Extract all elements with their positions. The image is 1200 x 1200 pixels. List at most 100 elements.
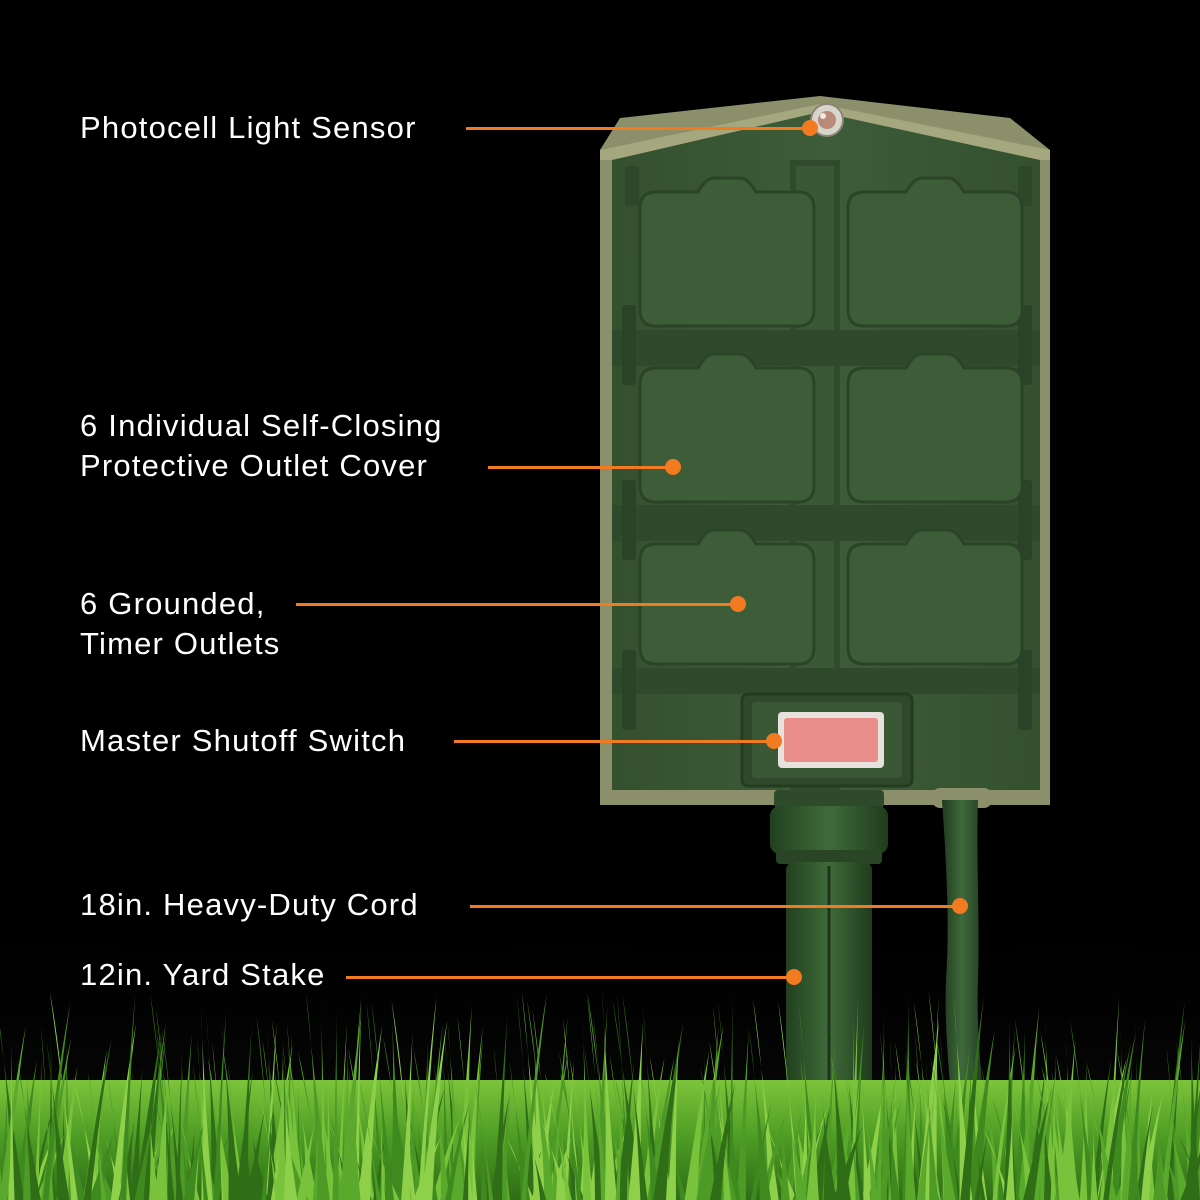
callout-outlet-cover-line-2: Protective Outlet Cover bbox=[80, 448, 429, 483]
grass-blade bbox=[371, 1002, 394, 1200]
grass-blade bbox=[696, 1082, 721, 1200]
grass-blade bbox=[861, 1078, 871, 1200]
callout-grounded-outlets-line bbox=[296, 603, 732, 606]
grass-blade bbox=[421, 1020, 448, 1200]
grass-blade bbox=[49, 991, 78, 1200]
grass-blade bbox=[134, 1031, 162, 1200]
grass-blade bbox=[129, 1066, 143, 1200]
callout-photocell-dot bbox=[802, 120, 818, 136]
grass-blade bbox=[960, 996, 984, 1200]
grass-blade bbox=[345, 1130, 372, 1200]
grass-blade bbox=[79, 1129, 99, 1200]
grass-blade bbox=[521, 991, 545, 1200]
grass-blade bbox=[1041, 1065, 1069, 1200]
grass-blade bbox=[861, 1080, 887, 1200]
grass-blade bbox=[72, 1077, 103, 1200]
callout-master-switch-text: Master Shutoff Switch bbox=[80, 723, 407, 758]
grass-blade bbox=[845, 1074, 860, 1200]
grass-blade bbox=[806, 1085, 819, 1200]
callout-photocell-text: Photocell Light Sensor bbox=[80, 110, 417, 145]
grass-blade bbox=[639, 1070, 662, 1200]
grass-blade bbox=[805, 1101, 812, 1200]
grass-blade bbox=[1003, 1014, 1017, 1200]
outlet-cover-middle-right bbox=[846, 352, 1024, 504]
grass-blade bbox=[713, 1006, 732, 1200]
grass-blade bbox=[895, 1042, 917, 1200]
grass-blade bbox=[543, 1139, 551, 1200]
grass-blade bbox=[560, 1085, 567, 1200]
callout-cord-dot bbox=[952, 898, 968, 914]
grass-blade bbox=[1163, 1100, 1192, 1200]
grass-blade bbox=[736, 1027, 749, 1200]
grass-blade bbox=[541, 1120, 572, 1200]
callout-cord-label: 18in. Heavy-Duty Cord bbox=[80, 885, 419, 925]
grass-blade bbox=[357, 1024, 383, 1200]
grass-blade bbox=[506, 1137, 535, 1200]
callout-grounded-outlets-line-2: Timer Outlets bbox=[80, 626, 281, 661]
grass-blade bbox=[829, 1022, 851, 1200]
grass-blade bbox=[587, 996, 609, 1200]
grass-blade bbox=[833, 1125, 863, 1200]
grass-blade bbox=[1103, 1043, 1131, 1200]
outlet-cover-middle-left bbox=[638, 352, 816, 504]
grass-blade bbox=[925, 1058, 939, 1200]
grass-blade bbox=[156, 1027, 175, 1200]
grass-blade bbox=[235, 1068, 254, 1200]
grass-blade bbox=[953, 998, 973, 1200]
grass-blade bbox=[521, 993, 547, 1200]
callout-stake-label: 12in. Yard Stake bbox=[80, 955, 326, 995]
grass-blade bbox=[213, 1012, 227, 1200]
grass-blade bbox=[104, 1137, 128, 1200]
grass-blade bbox=[275, 1046, 288, 1200]
grass-blade bbox=[942, 1096, 962, 1200]
grass-blade bbox=[353, 997, 362, 1200]
grass-blade bbox=[602, 990, 617, 1200]
grass-blade bbox=[14, 1059, 37, 1200]
outlet-covers bbox=[638, 176, 1024, 666]
grass-blade bbox=[410, 1110, 424, 1200]
grass-blade bbox=[709, 1040, 733, 1200]
grass-blade bbox=[527, 1000, 555, 1200]
grass-blade bbox=[474, 1081, 494, 1200]
grass-blade bbox=[370, 1133, 400, 1200]
callout-grounded-outlets-label: 6 Grounded, Timer Outlets bbox=[80, 584, 280, 664]
grass-blade bbox=[134, 1113, 155, 1200]
grass-blade bbox=[562, 1017, 581, 1200]
outlet-cover-bottom-left bbox=[638, 528, 816, 666]
grass-blade bbox=[1087, 1086, 1096, 1200]
grass-blade bbox=[981, 1064, 1006, 1200]
grass-blade bbox=[1014, 1018, 1038, 1200]
grass-blade bbox=[509, 1060, 531, 1200]
grass-blade bbox=[612, 999, 645, 1200]
grass-blade bbox=[1050, 1054, 1057, 1200]
grass-blade bbox=[1176, 1041, 1199, 1200]
grass-blade bbox=[653, 1022, 684, 1200]
grass-blade bbox=[470, 1110, 478, 1200]
grass-blade bbox=[221, 1022, 242, 1200]
grass-blade bbox=[244, 1103, 252, 1200]
grass-blade bbox=[1090, 1059, 1112, 1200]
grass-blade bbox=[928, 994, 939, 1200]
outlet-cover-bottom-right bbox=[846, 528, 1024, 666]
grass-blade bbox=[797, 1134, 813, 1200]
grass-blade bbox=[497, 1093, 511, 1200]
grass-blade bbox=[382, 1035, 414, 1200]
grass-blade bbox=[338, 1011, 362, 1200]
grass-blade bbox=[120, 994, 136, 1200]
grass-blade bbox=[717, 1001, 740, 1200]
grass-blade bbox=[179, 1117, 200, 1200]
grass-field bbox=[0, 990, 1200, 1200]
grass-blade bbox=[611, 1134, 621, 1200]
callout-cord-text: 18in. Heavy-Duty Cord bbox=[80, 887, 419, 922]
grass-blade bbox=[1057, 1038, 1076, 1200]
grass-blade bbox=[1070, 1019, 1096, 1200]
grass-blade bbox=[83, 1039, 112, 1200]
outlet-cover-top-left bbox=[638, 176, 816, 328]
grass-blade bbox=[861, 1078, 879, 1200]
grass-blade bbox=[592, 1015, 617, 1200]
grass-blade bbox=[283, 1080, 298, 1200]
grass-blade bbox=[176, 1033, 192, 1200]
grass-blade bbox=[324, 1072, 333, 1200]
grass-blade bbox=[800, 1058, 817, 1200]
